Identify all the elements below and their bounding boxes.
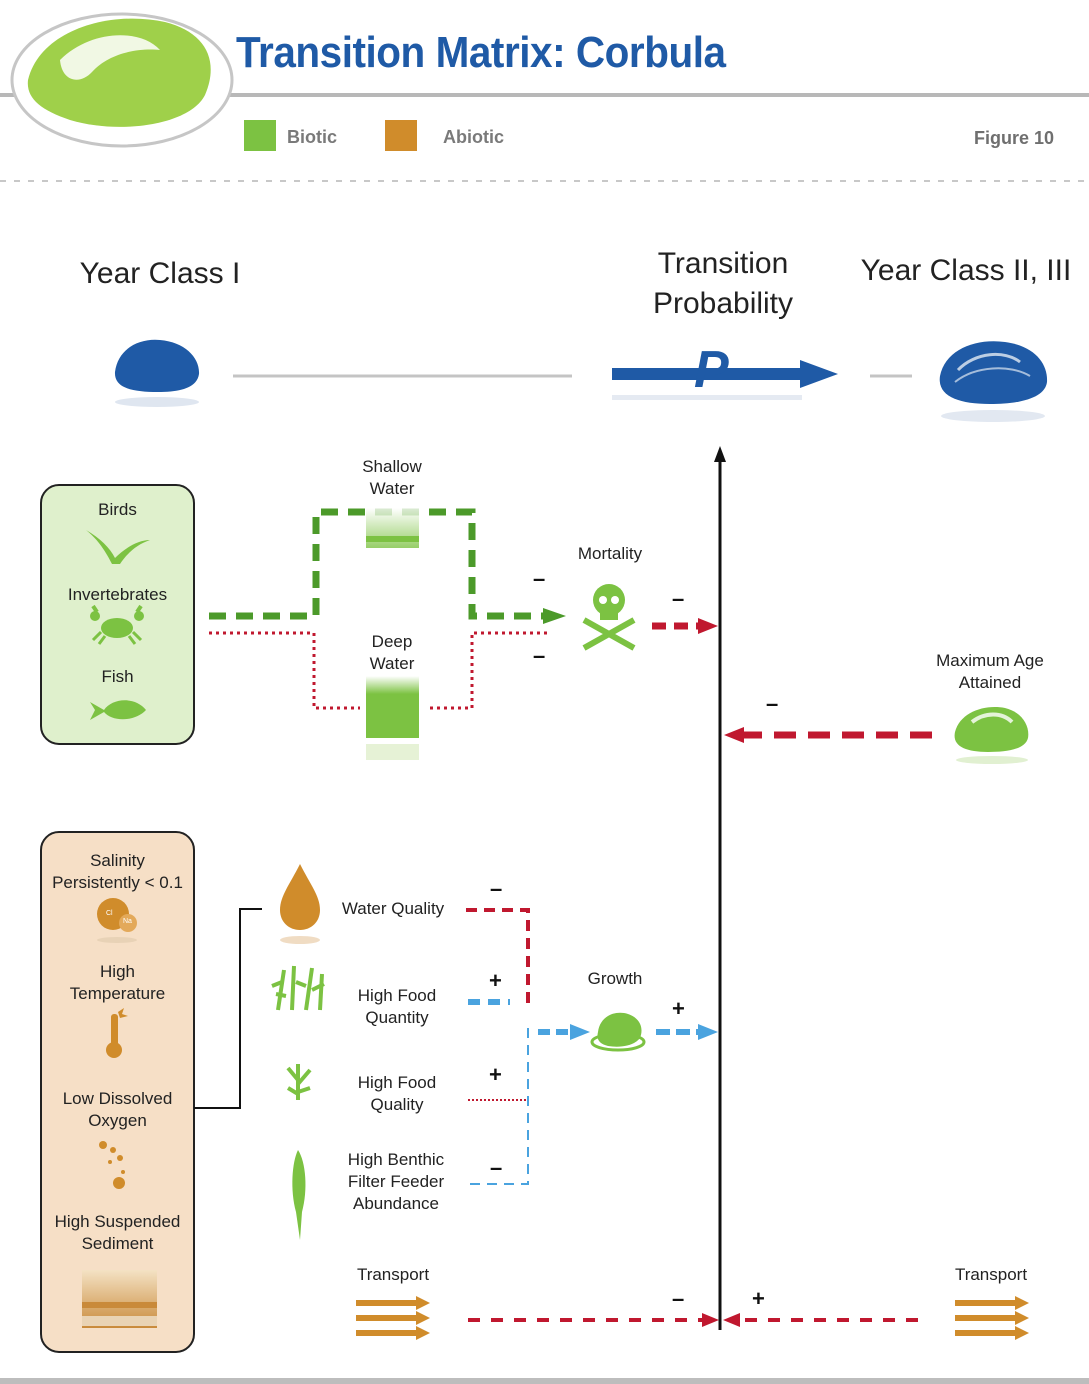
legend-biotic-swatch [244, 120, 276, 151]
biotic-box [40, 484, 195, 745]
salinity-icon-na: Na [123, 918, 132, 925]
growth-label: Growth [587, 969, 643, 988]
year-class-1-label: Year Class I [79, 257, 241, 290]
growth-clam-icon [590, 1012, 646, 1052]
benthic-label-1: High Benthic [347, 1150, 445, 1169]
salinity-icon-cl: Cl [106, 910, 113, 917]
growth-in-arrowhead [570, 1024, 590, 1040]
deep-water-path [209, 631, 550, 710]
sediment-icon [82, 1270, 157, 1328]
benthic-label-3: Abundance [352, 1194, 440, 1213]
biotic-birds-label: Birds [98, 500, 137, 519]
legend-abiotic-swatch [385, 120, 417, 151]
sediment-label-1: High Suspended [54, 1212, 181, 1231]
p-arrow-icon [612, 360, 838, 400]
legend-biotic-label: Biotic [287, 127, 338, 147]
skull-icon [582, 584, 636, 651]
axis-arrowhead [714, 446, 726, 462]
transport-right-icon [955, 1296, 1029, 1340]
transport-left-arrowhead [702, 1313, 719, 1327]
transport-left-label: Transport [356, 1265, 430, 1284]
sediment-label-2: Sediment [81, 1234, 154, 1253]
food-quantity-sign: + [489, 968, 502, 993]
bubbles-icon [99, 1141, 125, 1189]
transition-label-line2: Probability [652, 287, 794, 320]
benthic-path [470, 1022, 529, 1185]
benthic-sign: – [490, 1155, 503, 1180]
plants-icon [271, 965, 325, 1011]
temperature-label-1: High [100, 962, 135, 981]
transport-right-arrowhead [723, 1313, 740, 1327]
mortality-lower-sign: – [533, 643, 546, 668]
biotic-fish-label: Fish [101, 667, 134, 686]
salinity-label-1: Salinity [90, 851, 145, 870]
deep-water-icon [366, 676, 419, 760]
food-quantity-label-2: Quantity [365, 1008, 429, 1027]
year-class-2-label: Year Class II, III [860, 254, 1072, 287]
water-drop-icon [280, 864, 320, 944]
biotic-shallow-path [209, 508, 548, 620]
growth-out-sign: + [672, 996, 685, 1021]
water-quality-sign: – [490, 876, 503, 901]
clam-logo-icon [10, 12, 234, 148]
p-symbol: P [694, 341, 729, 399]
salinity-icon [97, 898, 137, 943]
transport-left-icon [356, 1296, 430, 1340]
transport-right-label: Transport [954, 1265, 1028, 1284]
oxygen-label-2: Oxygen [88, 1111, 147, 1130]
bird-icon [86, 530, 150, 564]
transition-label-line1: Transition [657, 247, 789, 280]
abiotic-box [40, 831, 195, 1353]
plant-small-icon [286, 1064, 312, 1100]
thermometer-icon [106, 1008, 128, 1058]
transport-right-sign: + [752, 1286, 765, 1311]
deep-water-label-1: Deep [371, 632, 413, 651]
page-title: Transition Matrix: Corbula [236, 28, 726, 77]
abiotic-connector [194, 908, 262, 1109]
biotic-arrowhead [543, 608, 566, 624]
water-quality-path [466, 908, 530, 1004]
shallow-water-icon [366, 508, 419, 548]
water-quality-label: Water Quality [341, 899, 445, 918]
food-quality-sign: + [489, 1062, 502, 1087]
filter-feeder-icon [292, 1150, 306, 1240]
food-quality-label-1: High Food [357, 1073, 437, 1092]
mortality-upper-sign: – [533, 566, 546, 591]
temperature-label-2: Temperature [69, 984, 166, 1003]
biotic-invertebrates-label: Invertebrates [67, 585, 168, 604]
transport-left-sign: – [672, 1286, 685, 1311]
mortality-out-sign: – [672, 586, 685, 611]
salinity-label-2: Persistently < 0.1 [52, 873, 183, 892]
crab-icon [90, 604, 144, 645]
max-age-label-2: Attained [958, 673, 1022, 692]
shallow-water-label-1: Shallow [362, 457, 422, 476]
max-age-arrowhead [724, 727, 744, 743]
max-age-sign: – [766, 691, 779, 716]
max-age-label-1: Maximum Age [936, 651, 1044, 670]
mortality-label: Mortality [577, 544, 643, 563]
growth-out-arrowhead [698, 1024, 718, 1040]
year-class-1-clam-icon [114, 339, 200, 407]
deep-water-label-2: Water [369, 654, 415, 673]
fish-icon [90, 700, 146, 720]
year-class-2-clam-icon [939, 341, 1048, 422]
legend-abiotic-label: Abiotic [443, 127, 504, 147]
food-quality-label-2: Quality [370, 1095, 424, 1114]
figure-label: Figure 10 [974, 128, 1055, 148]
benthic-label-2: Filter Feeder [347, 1172, 445, 1191]
max-age-clam-icon [954, 707, 1029, 764]
mortality-arrowhead [698, 618, 718, 634]
oxygen-label-1: Low Dissolved [62, 1089, 173, 1108]
shallow-water-label-2: Water [369, 479, 415, 498]
food-quantity-label-1: High Food [357, 986, 437, 1005]
